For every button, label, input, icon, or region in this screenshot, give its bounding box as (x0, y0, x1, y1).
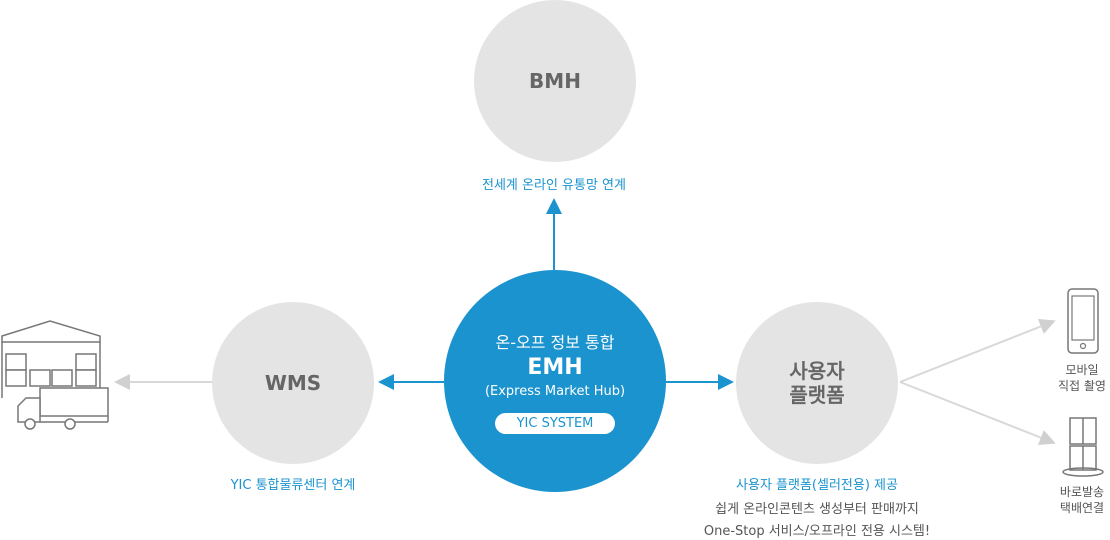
emh-title: EMH (527, 354, 583, 380)
bmh-label: BMH (529, 69, 581, 93)
mobile-label: 모바일 직접 촬영 (1052, 362, 1110, 394)
arrow-platform-to-delivery (899, 381, 1056, 446)
emh-subtitle: (Express Market Hub) (484, 383, 626, 399)
emh-line1: 온-오프 정보 통합 (495, 332, 615, 352)
platform-desc-line1: 쉽게 온라인콘텐츠 생성부터 판매까지 (715, 502, 919, 517)
bmh-node: BMH (474, 0, 636, 162)
platform-label-line1: 사용자 (789, 359, 845, 383)
platform-node: 사용자 플랫폼 (736, 302, 898, 464)
mobile-label-line2: 직접 촬영 (1058, 379, 1106, 393)
delivery-label: 바로발송 택배연결 (1052, 484, 1110, 516)
platform-desc-line2: One-Stop 서비스/오프라인 전용 시스템! (703, 524, 931, 539)
delivery-label-line2: 택배연결 (1059, 501, 1105, 515)
wms-caption: YIC 통합물류센터 연계 (230, 478, 356, 493)
bmh-caption: 전세계 온라인 유통망 연계 (482, 178, 626, 193)
parcel-boxes-icon (1062, 417, 1104, 477)
emh-node: 온-오프 정보 통합 EMH (Express Market Hub) YIC … (444, 270, 666, 492)
wms-node: WMS (212, 302, 374, 464)
warehouse-truck-icon (1, 320, 109, 430)
mobile-phone-icon (1067, 288, 1099, 354)
platform-caption: 사용자 플랫폼(셀러전용) 제공 (736, 478, 898, 493)
platform-label-line2: 플랫폼 (789, 383, 845, 407)
arrow-platform-to-mobile (899, 318, 1056, 383)
delivery-label-line1: 바로발송 (1059, 485, 1105, 499)
yic-system-badge: YIC SYSTEM (495, 412, 615, 434)
mobile-label-line1: 모바일 (1065, 363, 1099, 377)
wms-label: WMS (264, 371, 322, 395)
